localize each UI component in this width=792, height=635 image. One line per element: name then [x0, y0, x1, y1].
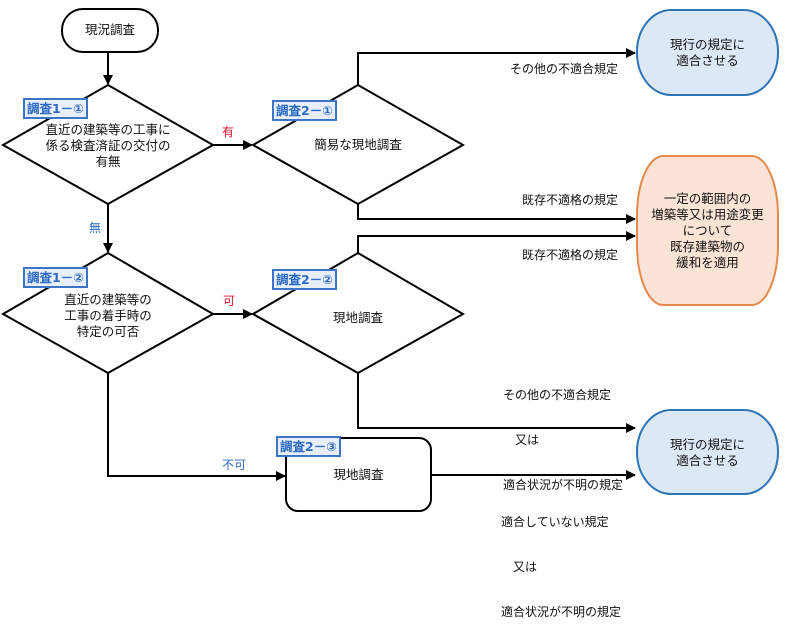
label-possible: 可	[223, 294, 236, 308]
result-mid-line: 一定の範囲内の	[663, 191, 752, 206]
result-top-line: 適合させる	[676, 53, 739, 68]
result-bottom-label: 現行の規定に 適合させる	[637, 437, 778, 469]
label-existing-nonconforming-2: 既存不適格の規定	[522, 248, 619, 262]
edge-q2-1-bottom	[357, 204, 636, 224]
label-line: 適合状況が不明の規定	[501, 605, 622, 619]
q2-3-label: 現地調査	[333, 467, 384, 482]
label-no: 無	[89, 221, 102, 235]
start-terminator	[61, 8, 159, 53]
edge-q2-2-top	[357, 231, 636, 253]
result-bottom-line: 適合させる	[676, 453, 739, 468]
result-mid-label: 一定の範囲内の 増築等又は用途変更 について 既存建築物の 緩和を適用	[637, 191, 778, 271]
result-mid-line: について	[682, 223, 733, 238]
edge-q2-2-bottom	[357, 373, 636, 433]
start-label: 現況調査	[84, 22, 135, 37]
tag-q1-1: 調査1－①	[23, 98, 88, 119]
label-other-nonconforming: その他の不適合規定	[510, 62, 619, 76]
q1-1-line: 有無	[95, 154, 121, 169]
result-top-shape	[636, 9, 779, 96]
q1-2-label: 直近の建築等の 工事の着手時の 特定の可否	[38, 292, 178, 340]
label-other-or-unknown: その他の不適合規定 又は 適合状況が不明の規定	[503, 358, 623, 508]
label-line: その他の不適合規定	[503, 388, 612, 402]
tag-q2-3: 調査2－③	[276, 436, 341, 457]
label-yes: 有	[222, 125, 235, 139]
label-nonconforming-or-unknown: 適合していない規定 又は 適合状況が不明の規定	[501, 485, 621, 635]
result-mid-line: 既存建築物の	[669, 239, 745, 254]
q1-2-line: 直近の建築等の	[64, 292, 152, 307]
label-existing-nonconforming-1: 既存不適格の規定	[522, 193, 619, 207]
result-top-line: 現行の規定に	[669, 37, 745, 52]
result-bottom-shape	[636, 409, 779, 495]
label-line: 適合状況が不明の規定	[503, 478, 624, 492]
edge-impossible	[107, 373, 286, 481]
flowchart-canvas	[0, 8, 779, 512]
tag-q2-1: 調査2－①	[272, 100, 337, 121]
result-mid-line: 緩和を適用	[676, 255, 739, 270]
q2-1-label: 簡易な現地調査	[314, 137, 402, 152]
edge-q2-1-top	[357, 48, 636, 85]
q1-2-line: 特定の可否	[76, 324, 140, 339]
label-impossible: 不可	[222, 458, 247, 472]
result-mid-shape	[636, 155, 779, 306]
label-line: 又は	[501, 560, 538, 574]
q1-1-line: 係る検査済証の交付の	[45, 138, 171, 153]
label-line: 適合していない規定	[501, 515, 609, 529]
tag-q2-2: 調査2－②	[272, 269, 337, 290]
tag-q1-2: 調査1－②	[23, 267, 88, 288]
q2-2-label: 現地調査	[332, 310, 383, 325]
q1-2-line: 工事の着手時の	[64, 308, 152, 323]
result-mid-line: 増築等又は用途変更	[651, 207, 764, 222]
q1-1-line: 直近の建築等の工事に	[45, 122, 171, 137]
result-bottom-line: 現行の規定に	[669, 437, 745, 452]
q1-1-label: 直近の建築等の工事に 係る検査済証の交付の 有無	[28, 122, 188, 170]
result-top-label: 現行の規定に 適合させる	[637, 37, 778, 69]
label-line: 又は	[503, 433, 540, 447]
